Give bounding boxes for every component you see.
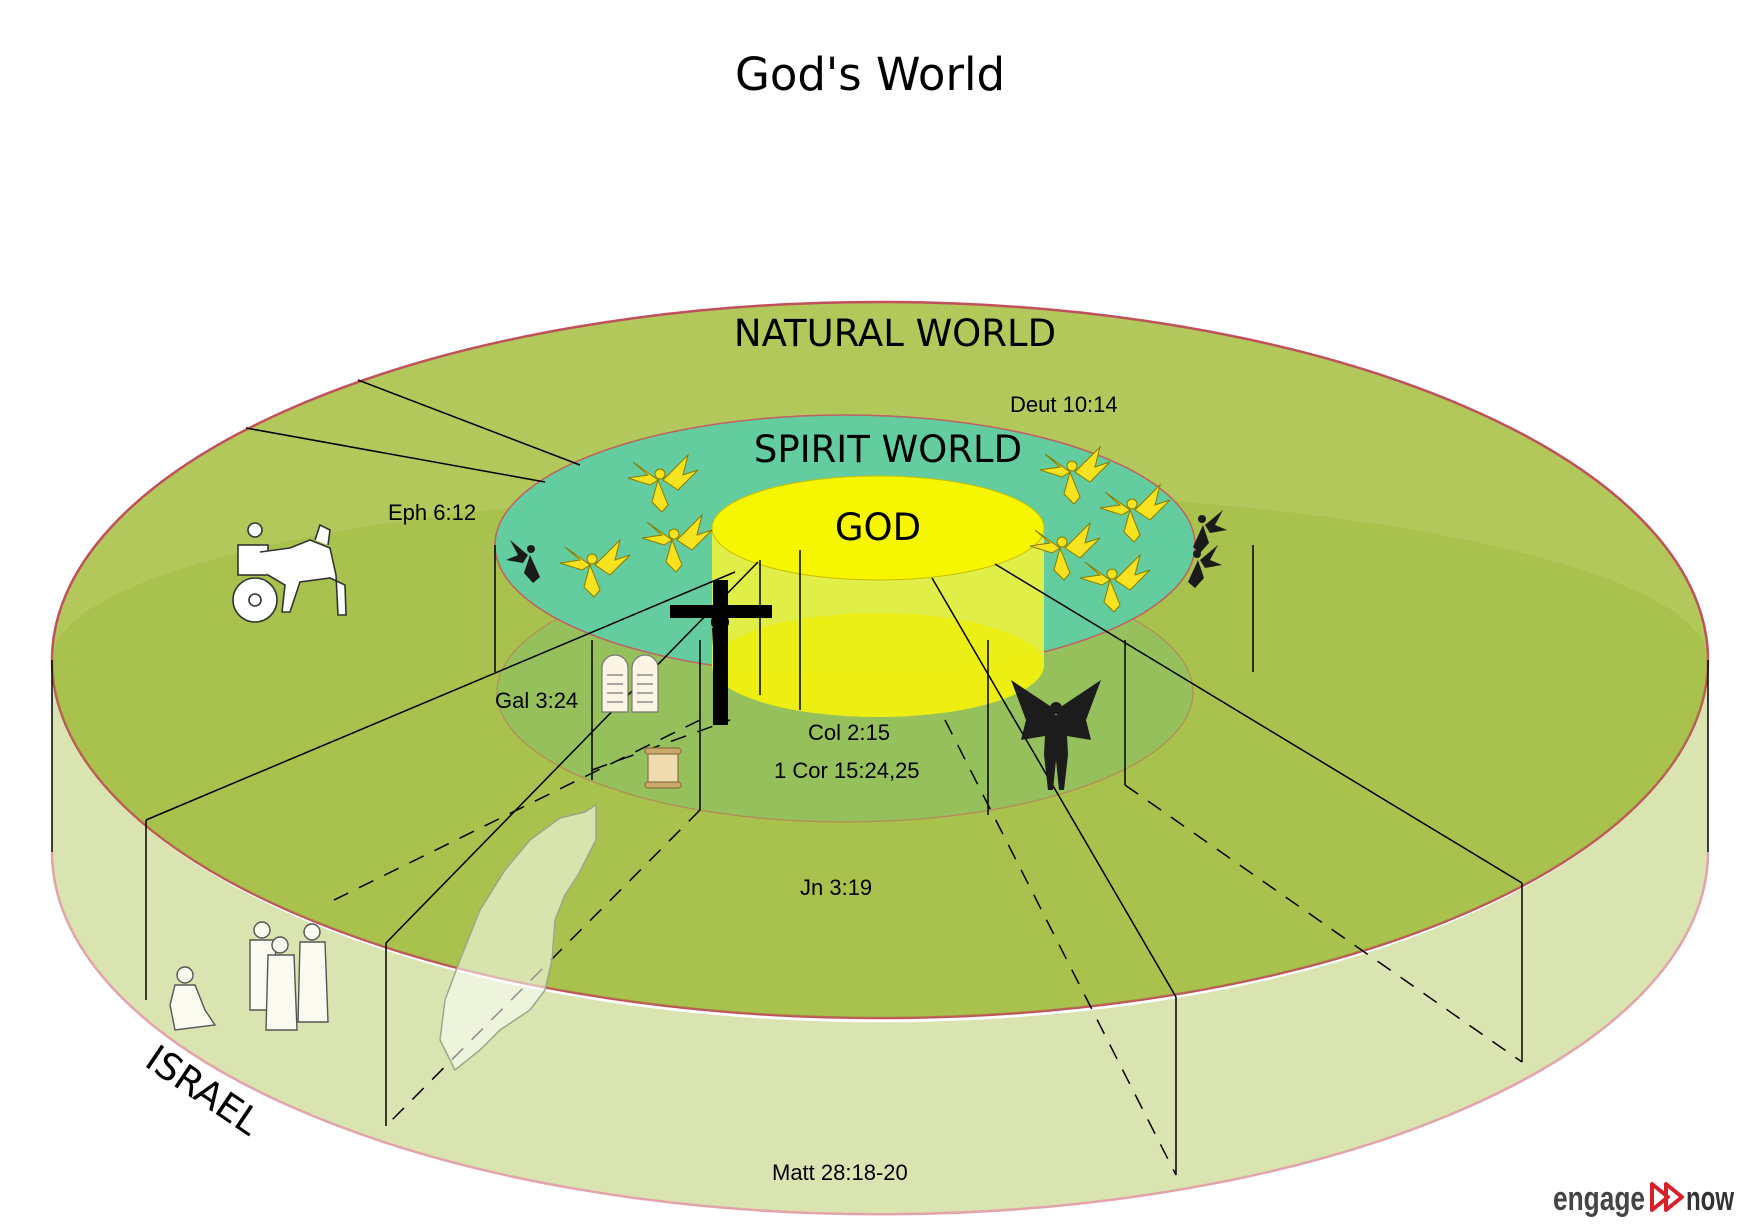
god-cylinder (711, 475, 1045, 717)
connector-lines (145, 379, 1523, 1175)
ref-deut: Deut 10:14 (1010, 392, 1118, 417)
dark-angel-icon (1011, 680, 1101, 790)
cross-icon (670, 580, 772, 725)
fast-forward-icon (1650, 1182, 1684, 1212)
dashed-lines (329, 719, 1523, 1176)
angel-icon (641, 513, 713, 573)
ref-gal: Gal 3:24 (495, 688, 578, 713)
ref-cor: 1 Cor 15:24,25 (774, 758, 920, 783)
demon-icon (1193, 510, 1227, 553)
ref-col: Col 2:15 (808, 720, 890, 745)
ref-matt: Matt 28:18-20 (772, 1160, 908, 1185)
scroll-icon (644, 747, 682, 789)
chariot-icon (232, 522, 347, 623)
ref-jn: Jn 3:19 (800, 875, 872, 900)
logo-now: now (1686, 1180, 1734, 1218)
spirit-world-label: SPIRIT WORLD (754, 428, 1022, 471)
god-top (711, 475, 1045, 581)
angel-icon (1039, 445, 1111, 505)
engage-now-logo: engage now (1553, 1180, 1734, 1218)
angel-icon (627, 453, 699, 513)
natural-world-label: NATURAL WORLD (734, 312, 1056, 355)
demons-group (506, 510, 1227, 588)
demon-icon (1188, 545, 1222, 588)
angel-icon (1029, 521, 1101, 581)
people-icon (169, 921, 329, 1031)
angel-icon (1099, 483, 1171, 543)
israel-map-icon (439, 803, 597, 1072)
god-label: GOD (835, 506, 921, 549)
demon-icon (506, 540, 540, 583)
natural-world-side (52, 660, 1708, 1215)
tablets-icon (601, 654, 659, 713)
ref-eph: Eph 6:12 (388, 500, 476, 525)
logo-engage: engage (1553, 1180, 1645, 1218)
diagram-title: God's World (735, 48, 1005, 101)
angel-icon (1079, 553, 1151, 613)
angel-icon (559, 538, 631, 598)
angels-group (559, 445, 1171, 613)
